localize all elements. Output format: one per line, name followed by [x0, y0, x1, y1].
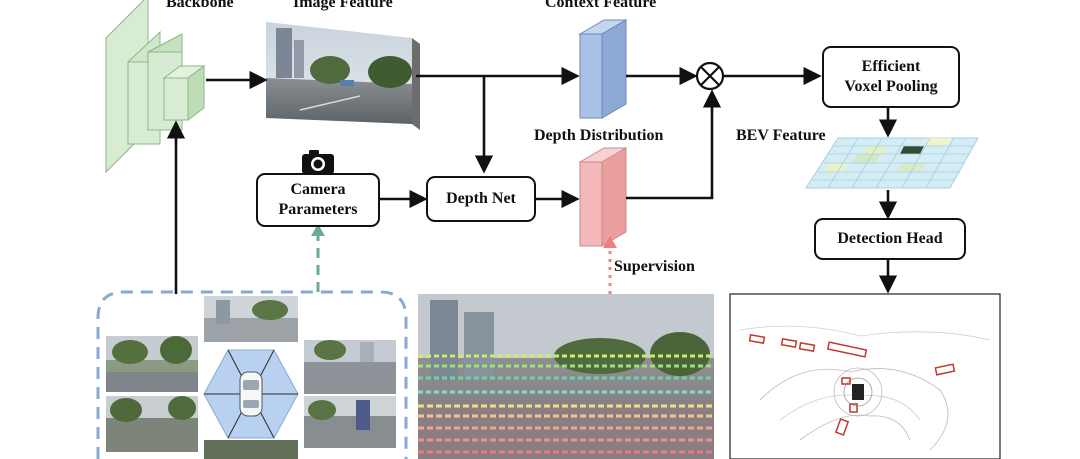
car-icon	[239, 371, 263, 417]
context-feature-block	[578, 19, 628, 119]
multiply-icon	[695, 61, 725, 91]
surround-view-frame	[96, 290, 408, 459]
supervision-link-arrowhead	[603, 236, 617, 248]
image-feature-photo	[266, 22, 420, 130]
bev-feature-label: BEV Feature	[736, 127, 826, 144]
surround-camera-images	[106, 296, 396, 459]
image-feature-label: Image Feature	[293, 0, 393, 11]
detection-head-box: Detection Head	[814, 218, 966, 260]
camera-icon	[302, 150, 334, 174]
backbone-block	[105, 0, 206, 174]
lidar-supervision-image	[418, 294, 714, 459]
connector-lines	[166, 66, 898, 294]
bev-feature-grid	[805, 137, 979, 189]
depth-distribution-block	[578, 147, 628, 247]
depth-net-box: Depth Net	[426, 176, 536, 222]
camera-parameters-box: Camera Parameters	[256, 173, 380, 227]
depth-distribution-label: Depth Distribution	[534, 127, 664, 144]
context-feature-label: Context Feature	[545, 0, 657, 11]
efficient-voxel-pooling-box: Efficient Voxel Pooling	[822, 46, 960, 108]
camera-parameters-link-arrowhead	[311, 224, 325, 236]
supervision-label: Supervision	[614, 258, 695, 275]
detection-output-image	[729, 293, 1001, 459]
backbone-label: Backbone	[166, 0, 234, 11]
